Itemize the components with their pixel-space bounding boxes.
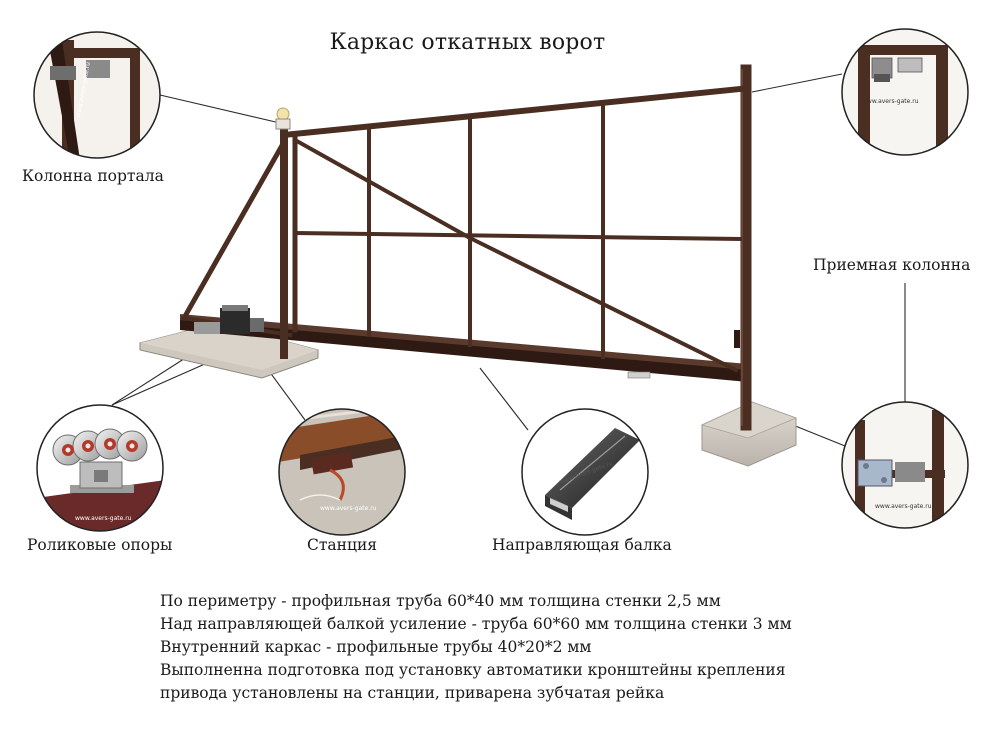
label-receiving-column: Приемная колонна bbox=[813, 256, 971, 274]
roller-supports-inset: www.avers-gate.ru bbox=[36, 404, 164, 532]
leader-roller-a bbox=[111, 354, 191, 406]
portal-lamp bbox=[276, 107, 290, 121]
label-station: Станция bbox=[307, 536, 378, 554]
diagram-title: Каркас откатных ворот bbox=[329, 30, 606, 55]
receiving-bottom-inset: www.avers-gate.ru bbox=[841, 401, 969, 529]
leader-portal-column bbox=[159, 94, 281, 124]
gate-frame bbox=[139, 64, 798, 467]
label-portal-column: Колонна портала bbox=[22, 167, 164, 185]
watermark-4: www.avers-gate.ru bbox=[320, 505, 377, 512]
portal-column-inset: www.avers-gate.ru bbox=[33, 31, 161, 159]
guide-beam-inset: www.avers-gate.ru bbox=[521, 408, 649, 536]
label-guide-beam: Направляющая балка bbox=[492, 536, 672, 554]
receiving-column-inset: www.avers-gate.ru bbox=[841, 28, 969, 156]
watermark-3: www.avers-gate.ru bbox=[75, 515, 132, 522]
spec-line-3: Внутренний каркас - профильные трубы 40*… bbox=[160, 638, 592, 656]
spec-line-1: По периметру - профильная труба 60*40 мм… bbox=[160, 592, 721, 610]
station-inset: www.avers-gate.ru bbox=[278, 408, 406, 536]
tail-diagonal bbox=[180, 138, 288, 322]
specification-text: По периметру - профильная труба 60*40 мм… bbox=[160, 590, 792, 705]
guide-beam-profile bbox=[545, 428, 640, 508]
drive-motor bbox=[194, 305, 264, 334]
label-roller-supports: Роликовые опоры bbox=[27, 536, 173, 554]
leader-receiving-column bbox=[751, 73, 843, 93]
spec-line-2: Над направляющей балкой усиление - труба… bbox=[160, 615, 792, 633]
spec-line-5: привода установлены на станции, приварен… bbox=[160, 684, 665, 702]
watermark-6: www.avers-gate.ru bbox=[875, 503, 932, 510]
watermark-2: www.avers-gate.ru bbox=[862, 98, 919, 105]
bottom-guide-beam bbox=[180, 318, 748, 382]
top-rail bbox=[280, 85, 744, 139]
spec-line-4: Выполненна подготовка под установку авто… bbox=[160, 661, 786, 679]
leader-guide-beam bbox=[479, 367, 529, 431]
leader-lines bbox=[111, 73, 906, 447]
